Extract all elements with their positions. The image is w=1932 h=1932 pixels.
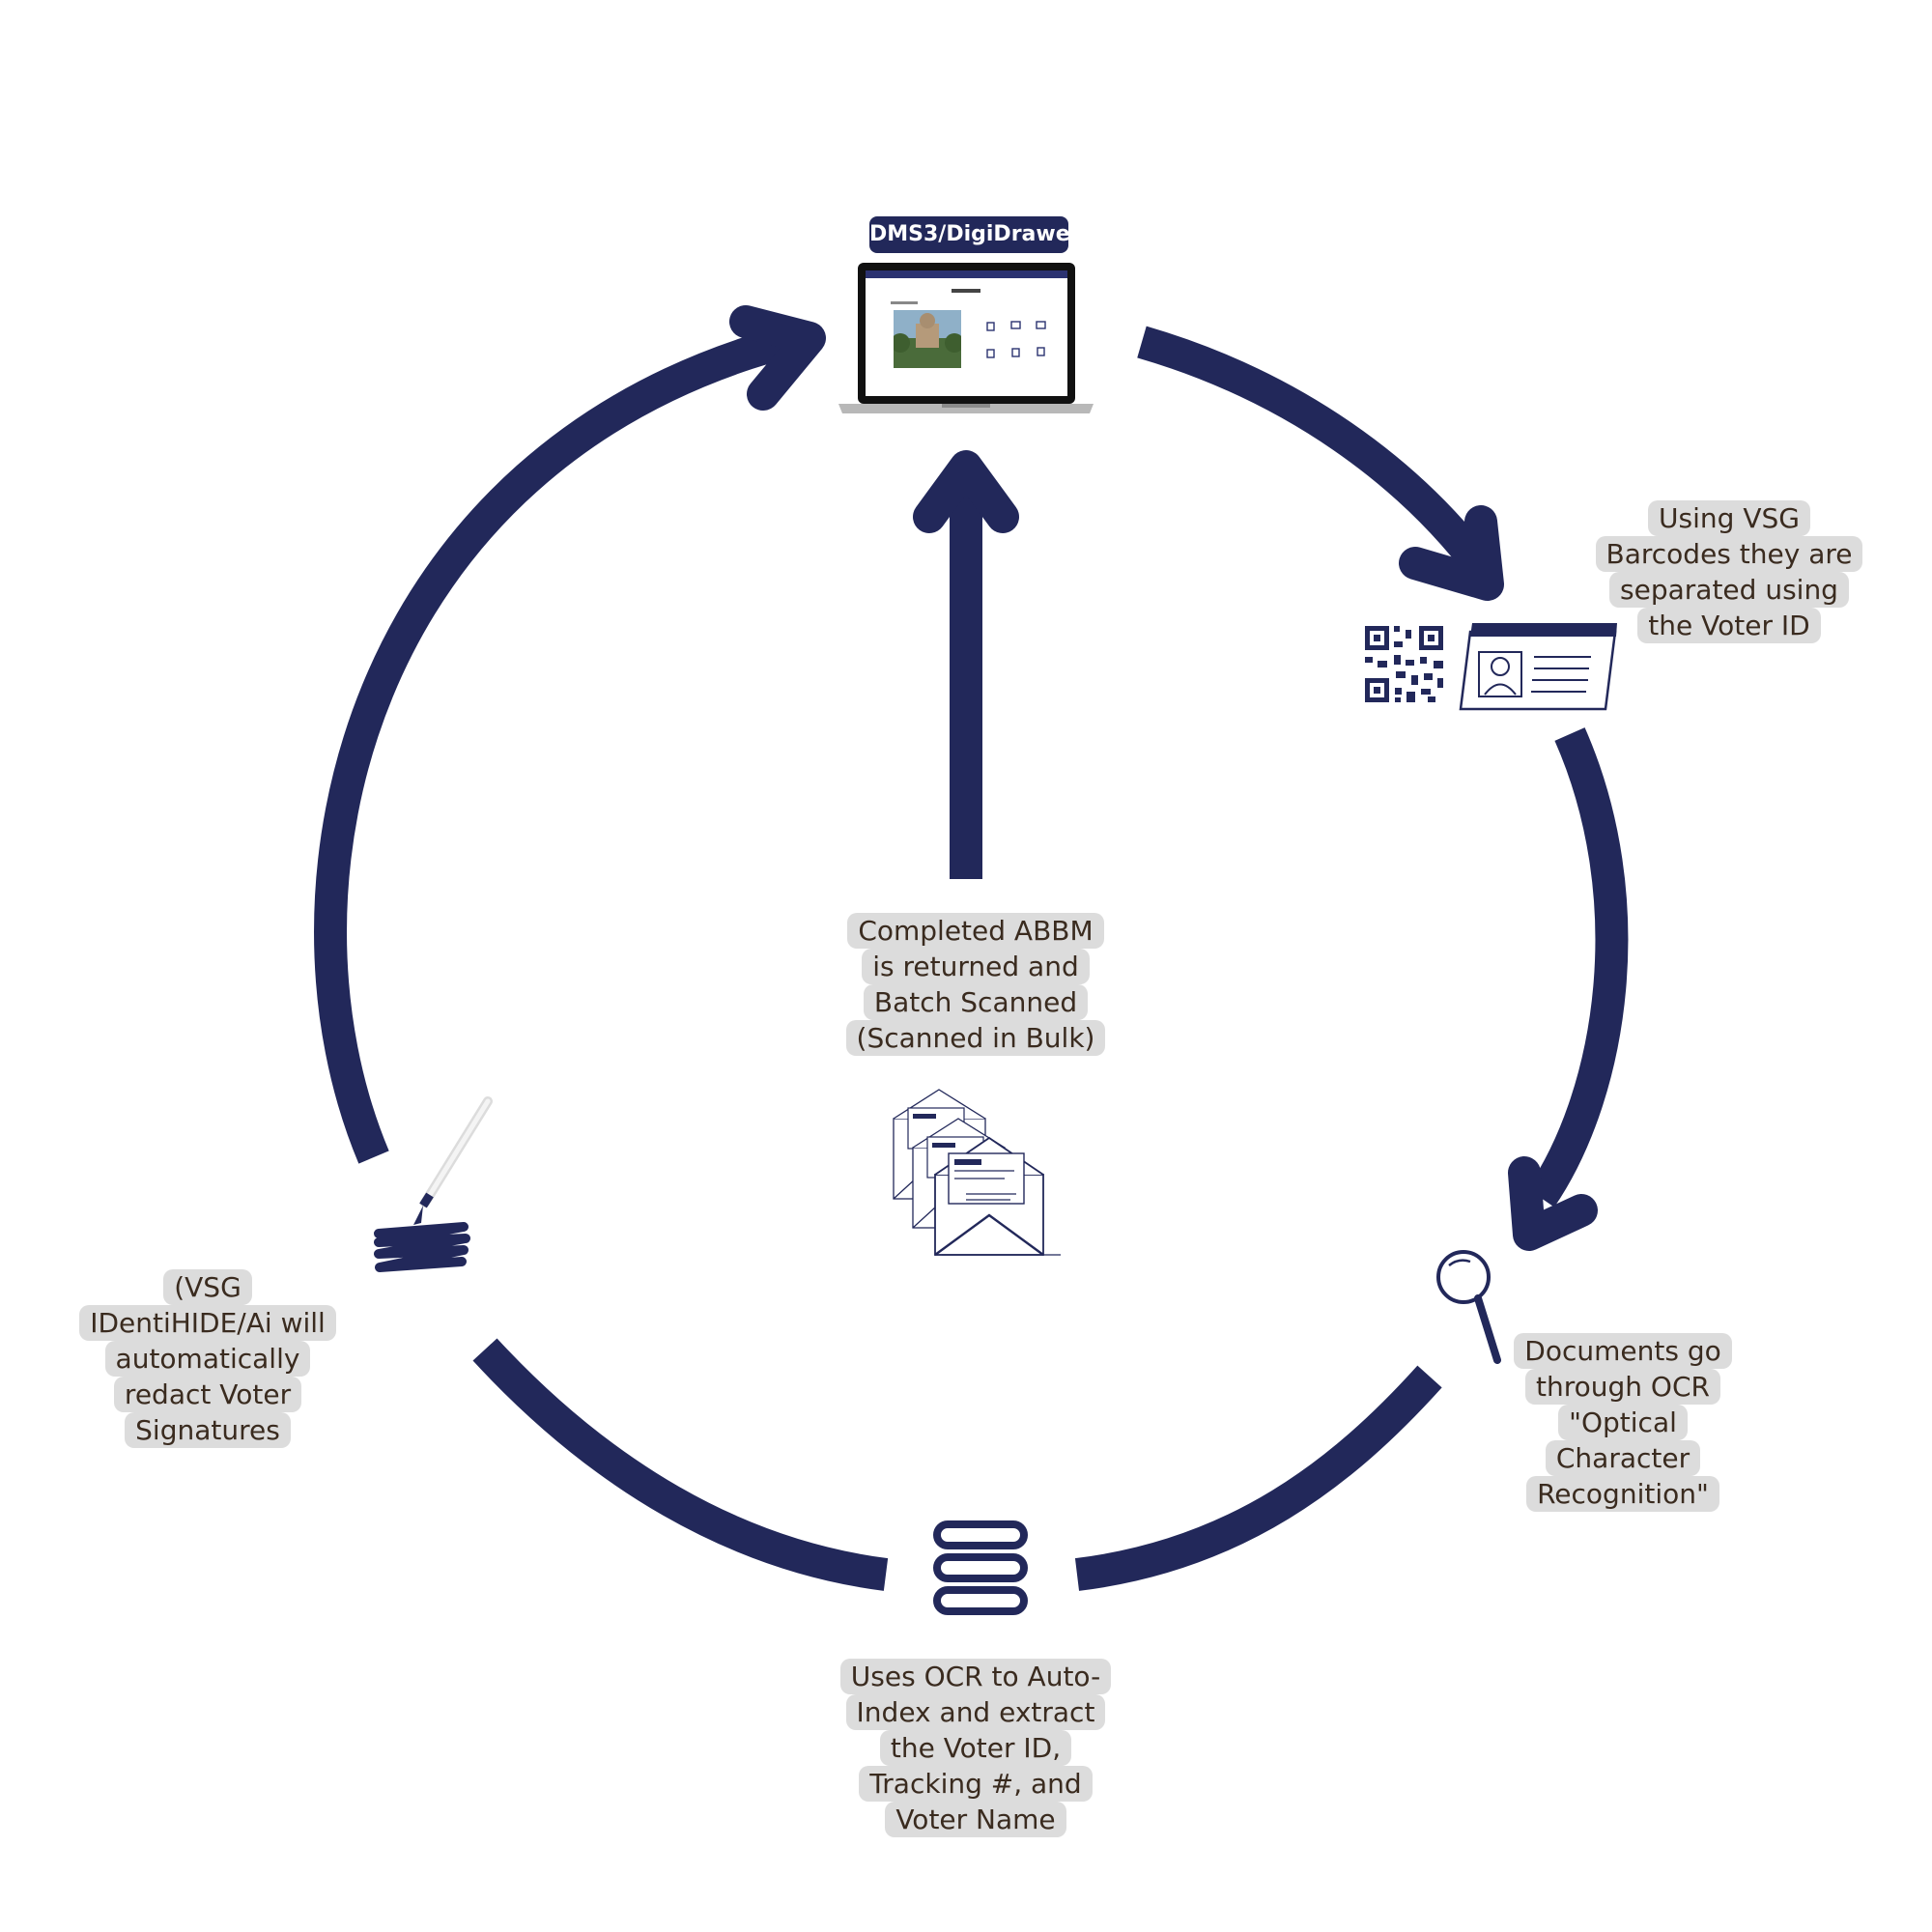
label-line: Signatures: [125, 1412, 291, 1448]
arrow-arc-ocr-to-index: [1074, 1365, 1442, 1591]
label-line: automatically: [104, 1341, 311, 1377]
step-label-barcode-separation: Using VSG Barcodes they are separated us…: [1584, 500, 1874, 643]
cycle-arrows: [314, 305, 1629, 1591]
arrow-arc-dms-to-barcode: [1137, 326, 1496, 581]
label-line: (VSG: [163, 1269, 252, 1305]
step-label-ocr: Documents go through OCR "Optical Charac…: [1488, 1333, 1758, 1512]
label-line: Index and extract: [845, 1694, 1106, 1730]
arrowhead-scan-to-dms: [913, 450, 1019, 533]
label-line: the Voter ID,: [879, 1730, 1072, 1766]
label-line: the Voter ID: [1637, 608, 1821, 643]
label-line: Using VSG: [1648, 500, 1810, 536]
step-label-auto-index: Uses OCR to Auto- Index and extract the …: [831, 1659, 1121, 1837]
envelopes-icon: [893, 1089, 1061, 1256]
arrow-arc-index-to-redact: [472, 1338, 889, 1591]
label-line: Batch Scanned: [863, 984, 1089, 1020]
label-line: Character: [1545, 1440, 1701, 1476]
label-line: is returned and: [862, 949, 1090, 984]
qr-code-icon: [1365, 626, 1443, 702]
label-line: Barcodes they are: [1595, 536, 1863, 572]
arrowhead-into-barcode: [1399, 505, 1504, 601]
voter-id-card-icon: [1459, 623, 1617, 711]
database-stack-icon: [933, 1520, 1028, 1615]
qr-code-voter-id-card-icon: [1365, 623, 1617, 711]
dms-title-badge: DMS3/DigiDrawer: [869, 216, 1081, 253]
step-label-batch-scan: Completed ABBM is returned and Batch Sca…: [831, 913, 1121, 1056]
arrowhead-into-ocr: [1508, 1156, 1598, 1251]
label-line: "Optical: [1558, 1405, 1688, 1440]
arrowhead-into-dms: [729, 305, 826, 411]
label-line: Voter Name: [885, 1802, 1066, 1837]
label-line: Recognition": [1526, 1476, 1719, 1512]
label-line: IDentiHIDE/Ai will: [79, 1305, 336, 1341]
label-line: Uses OCR to Auto-: [839, 1659, 1112, 1694]
arrow-arc-barcode-to-ocr: [1526, 727, 1629, 1208]
arrow-arc-redact-to-dms: [314, 324, 797, 1164]
magnifier-icon: [1436, 1250, 1501, 1364]
label-line: redact Voter: [113, 1377, 302, 1412]
label-line: Documents go: [1514, 1333, 1732, 1369]
marker-redact-icon: [374, 1096, 493, 1272]
label-line: Completed ABBM: [847, 913, 1104, 949]
step-label-redact-signatures: (VSG IDentiHIDE/Ai will automatically re…: [68, 1269, 348, 1448]
label-line: (Scanned in Bulk): [845, 1020, 1106, 1056]
label-line: separated using: [1609, 572, 1849, 608]
laptop-icon: [838, 263, 1094, 413]
label-line: through OCR: [1525, 1369, 1720, 1405]
label-line: Tracking #, and: [859, 1766, 1093, 1802]
